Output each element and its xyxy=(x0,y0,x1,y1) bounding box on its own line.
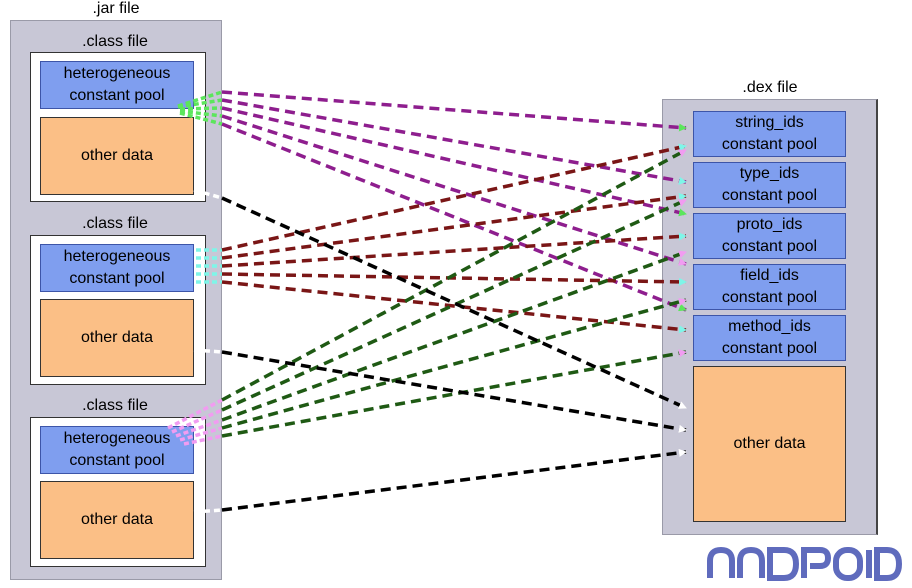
dex-other-data: other data xyxy=(693,366,846,522)
jar-file-title: .jar file xyxy=(92,0,140,17)
class3-links xyxy=(167,148,687,446)
other-data-links xyxy=(193,188,687,514)
dex-file-title: .dex file xyxy=(742,79,798,96)
class-other-data: other data xyxy=(40,481,194,559)
class-other-data: other data xyxy=(40,299,194,377)
android-wordmark-icon xyxy=(707,547,902,581)
class-file-title: .class file xyxy=(82,215,148,232)
class-file-title: .class file xyxy=(82,33,148,50)
class-file-title: .class file xyxy=(82,397,148,414)
class2-links xyxy=(196,143,687,334)
class-other-data: other data xyxy=(40,117,194,195)
